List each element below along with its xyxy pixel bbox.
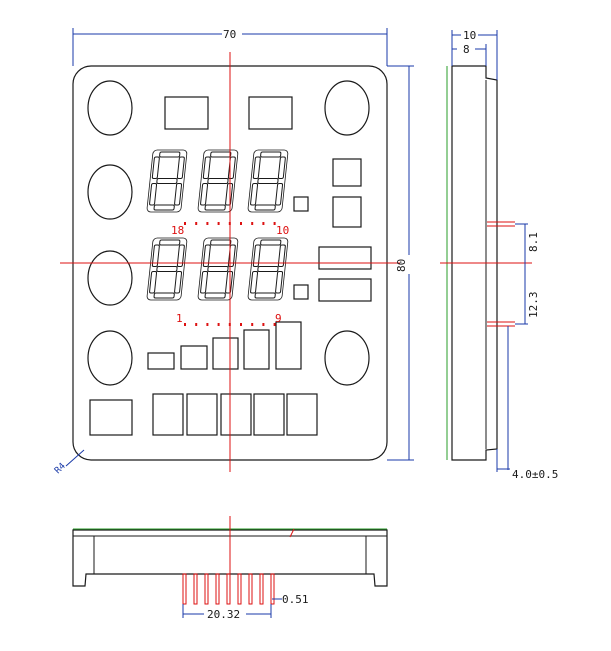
mounting-hole [87, 250, 133, 306]
indicator-segment [286, 393, 318, 436]
width-dimension [72, 28, 388, 66]
side-pin-spacing-label: 12.3 [527, 292, 540, 319]
bar-indicator [275, 321, 302, 370]
side-pin-offset-label: 8.1 [527, 232, 540, 252]
indicator-segment [318, 246, 372, 270]
pin-label-18: 18 [171, 224, 184, 237]
bottom-pin-span-label: 20.32 [207, 608, 240, 621]
side-width-outer-label: 10 [463, 29, 476, 42]
indicator-segment [186, 393, 218, 436]
side-pin-length-label: 4.0±0.5 [512, 468, 558, 481]
seven-segment-digit [197, 237, 239, 301]
pin-dot [251, 222, 254, 225]
indicator-segment [164, 96, 209, 130]
pin-dot [195, 323, 198, 326]
pin-dot [273, 323, 276, 326]
decimal-point-indicator [293, 196, 309, 212]
radius-leader [65, 449, 85, 467]
mounting-hole [87, 330, 133, 386]
pin-dot [262, 323, 265, 326]
seven-segment-digit [247, 149, 289, 213]
bottom-pin [237, 573, 242, 605]
bottom-pin [215, 573, 220, 605]
front-center-lines [60, 52, 400, 472]
indicator-segment [89, 399, 133, 436]
pin-dot [251, 323, 254, 326]
bar-indicator [147, 352, 175, 370]
pin-dot [195, 222, 198, 225]
bar-indicator [243, 329, 270, 370]
seven-segment-digit [146, 149, 188, 213]
seven-segment-digit [247, 237, 289, 301]
width-dimension-label: 70 [223, 28, 236, 41]
side-pin-dimensions [496, 223, 528, 472]
height-dimension-label: 80 [395, 259, 408, 272]
indicator-segment [248, 96, 293, 130]
indicator-segment [332, 196, 362, 228]
side-pins [487, 221, 515, 327]
bottom-body-outline [72, 529, 388, 587]
mounting-hole [87, 80, 133, 136]
pin-label-1: 1 [176, 312, 183, 325]
mounting-hole [87, 164, 133, 220]
height-dimension [387, 65, 414, 461]
pin-dot [273, 222, 276, 225]
indicator-segment [220, 393, 252, 436]
pin-dot [217, 323, 220, 326]
bottom-pins [182, 573, 275, 605]
side-width-dimensions [451, 30, 498, 80]
pin-dot [240, 323, 242, 326]
pin-dot [184, 222, 186, 225]
mounting-hole [324, 330, 370, 386]
pin-dot [206, 323, 209, 326]
bar-indicator [180, 345, 208, 370]
seven-segment-digit [146, 237, 188, 301]
indicator-segment [253, 393, 285, 436]
pin-dot [217, 222, 220, 225]
indicator-segment [152, 393, 184, 436]
seven-segment-digit [197, 149, 239, 213]
bar-indicator [212, 337, 239, 370]
bottom-pin [193, 573, 198, 605]
seven-segment-digits [146, 149, 289, 301]
mounting-hole [324, 80, 370, 136]
pin-label-9: 9 [275, 312, 282, 325]
bottom-pin-width-label: 0.51 [282, 593, 309, 606]
bottom-pin-dimensions [182, 598, 282, 618]
pin-dot [262, 222, 265, 225]
corner-radius-label: R4 [53, 461, 68, 476]
bottom-pin [270, 573, 275, 605]
decimal-point-indicator [293, 284, 309, 300]
bottom-marker [289, 528, 295, 538]
bottom-pin [182, 573, 187, 605]
pin-dot [184, 323, 186, 326]
pin-dot [206, 222, 209, 225]
indicator-segment [318, 278, 372, 302]
bottom-pin [204, 573, 209, 605]
bottom-pin [248, 573, 253, 605]
pin-dot [240, 222, 242, 225]
indicator-segment [332, 158, 362, 187]
pin-label-10: 10 [276, 224, 289, 237]
bottom-pin [226, 573, 231, 605]
side-width-inner-label: 8 [463, 43, 470, 56]
bottom-pin [259, 573, 264, 605]
